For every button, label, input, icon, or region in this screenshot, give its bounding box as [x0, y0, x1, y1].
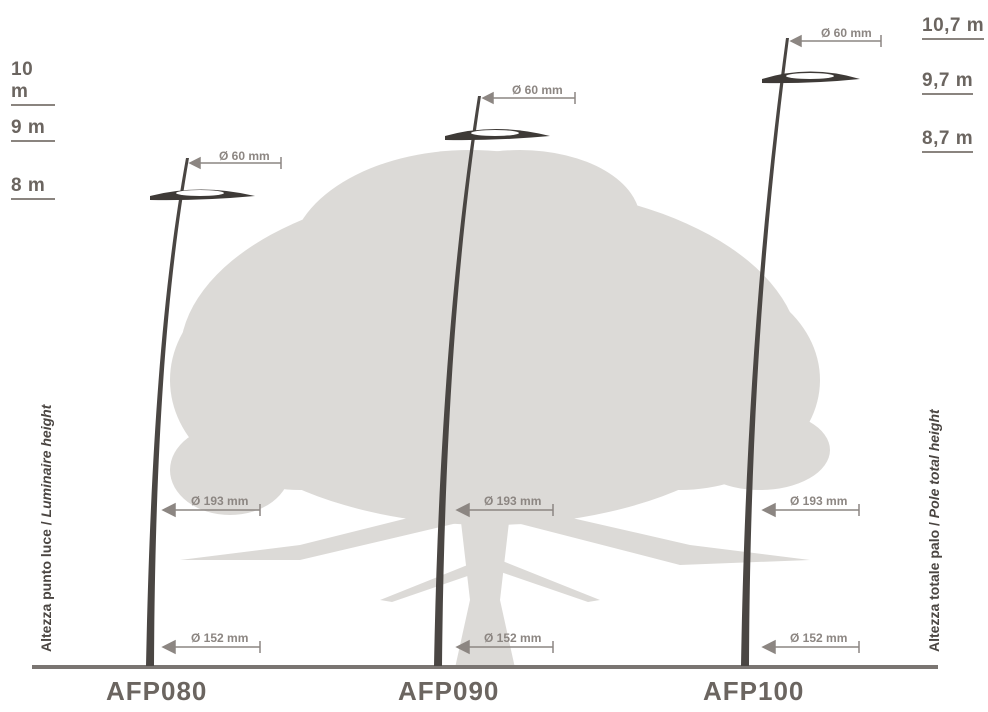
model-afp100: AFP100 — [703, 676, 805, 706]
left-height-9m: 9 m — [11, 117, 55, 142]
left-height-10m: 10 m — [11, 59, 55, 106]
pole-afp100 — [741, 38, 860, 666]
dim-base-afp080: Ø 152 mm — [191, 631, 249, 645]
left-axis-it: Altezza punto luce — [38, 529, 54, 652]
tree-silhouette — [170, 150, 830, 668]
left-axis-en: Luminaire height — [38, 404, 54, 518]
dimension-arrows — [161, 34, 882, 655]
right-height-8-7m: 8,7 m — [922, 128, 974, 153]
left-axis-label: Altezza punto luce / Luminaire height — [38, 405, 54, 652]
right-axis-label: Altezza totale palo / Pole total height — [926, 409, 942, 652]
dim-base-afp090: Ø 152 mm — [484, 631, 542, 645]
right-axis-sep: / — [926, 518, 942, 530]
dim-mid-afp100: Ø 193 mm — [790, 494, 848, 508]
right-height-9-7m: 9,7 m — [922, 70, 974, 95]
ground-line — [32, 665, 938, 669]
dim-top-afp100: Ø 60 mm — [821, 26, 872, 40]
dim-mid-afp090: Ø 193 mm — [484, 494, 542, 508]
right-axis-en: Pole total height — [926, 409, 942, 519]
right-height-10-7m: 10,7 m — [922, 15, 985, 40]
left-axis-sep: / — [38, 517, 54, 530]
pole-afp090 — [434, 96, 550, 666]
right-axis-it: Altezza totale palo — [926, 529, 942, 652]
dim-base-afp100: Ø 152 mm — [790, 631, 848, 645]
dim-top-afp080: Ø 60 mm — [219, 149, 270, 163]
left-height-8m: 8 m — [11, 175, 55, 200]
model-afp080: AFP080 — [106, 676, 208, 706]
pole-afp080 — [146, 158, 255, 666]
dim-mid-afp080: Ø 193 mm — [191, 494, 249, 508]
dim-top-afp090: Ø 60 mm — [512, 83, 563, 97]
model-afp090: AFP090 — [398, 676, 500, 706]
